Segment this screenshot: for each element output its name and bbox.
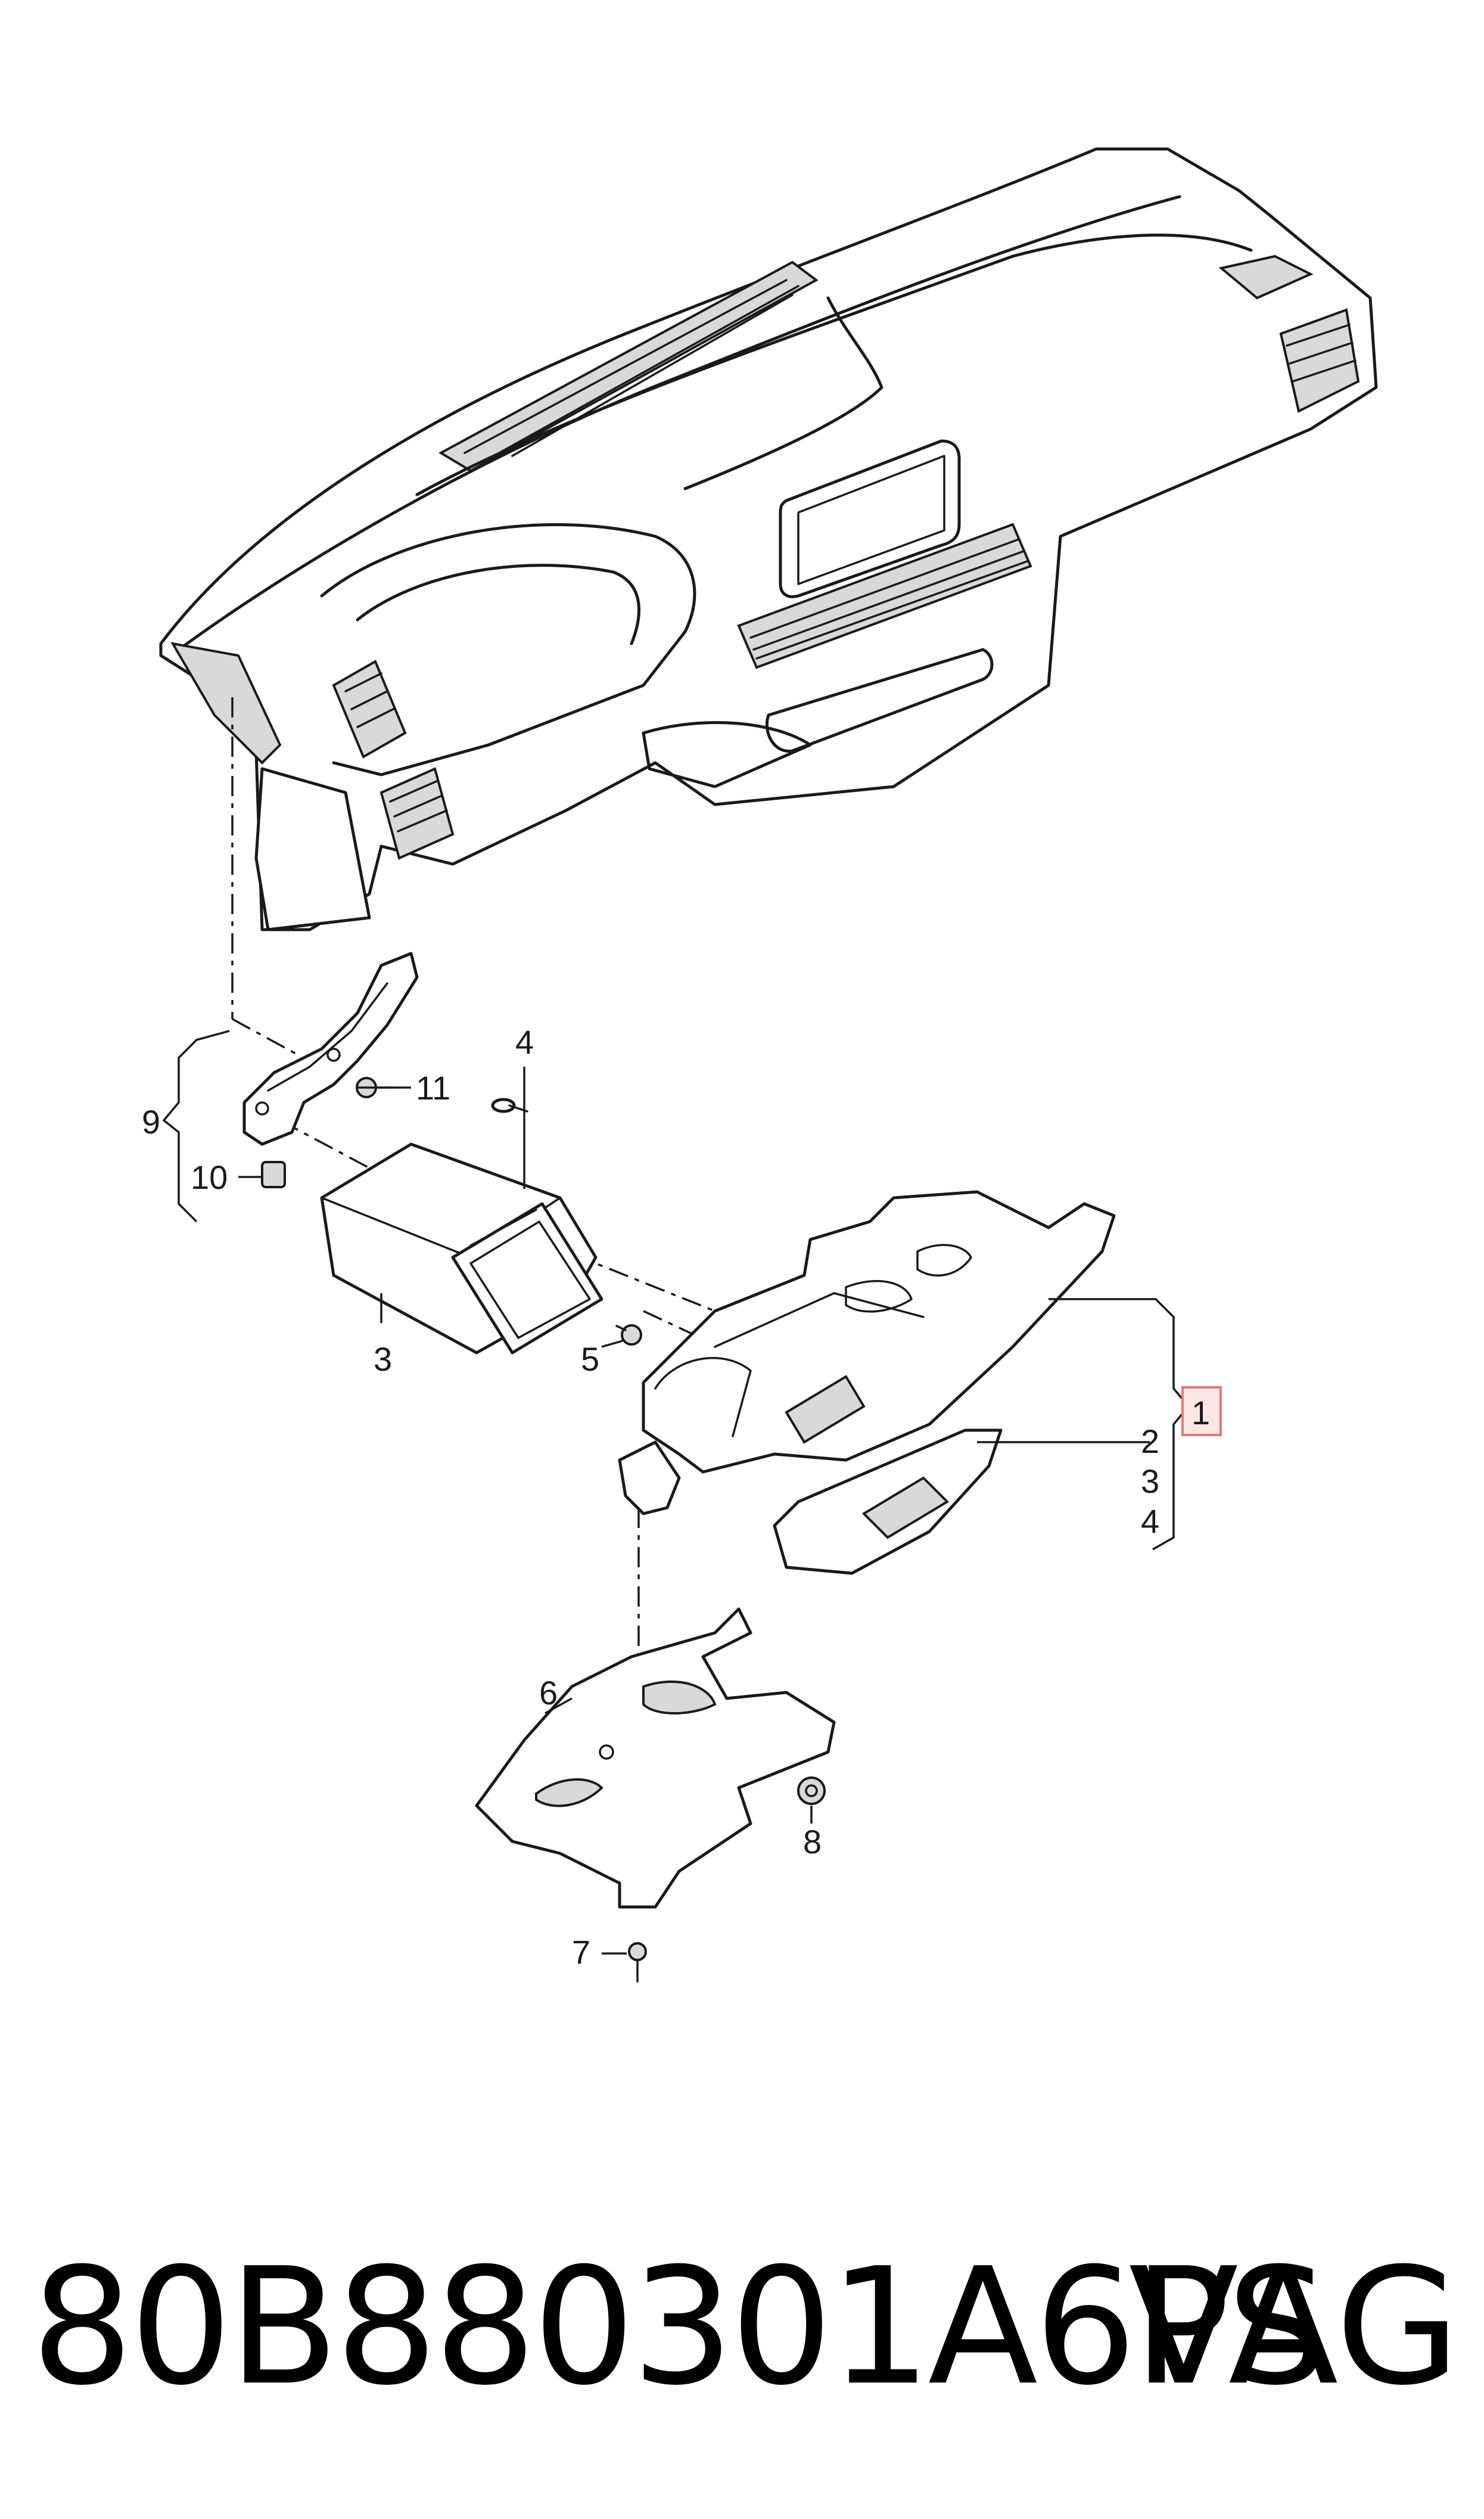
- part-3-storage-box: [320, 1142, 603, 1355]
- part-4-pin: [491, 1098, 528, 1113]
- callout-3: 3: [374, 1340, 392, 1378]
- callout-10: 10: [191, 1158, 228, 1196]
- callout-11: 11: [416, 1069, 450, 1107]
- brand-label: VAG: [1128, 2233, 1460, 2421]
- callout-2: 2: [1141, 1422, 1159, 1460]
- part-8-nut: [797, 1776, 826, 1805]
- leader-lines: [162, 1030, 1190, 1955]
- hinge-bracket: [618, 1440, 681, 1515]
- part-6-lower-cover: [475, 1607, 836, 1909]
- callout-9: 9: [142, 1103, 160, 1141]
- callout-7: 7: [572, 1933, 590, 1971]
- callout-labels: 1 2 3 4 3 4 5 6 7 8 9 10 11: [142, 1023, 1222, 1971]
- part-10-clip: [261, 1161, 286, 1188]
- part-7-screw: [628, 1942, 647, 1983]
- part-2-glovebox-lid: [773, 1428, 1003, 1575]
- part-number: 80B880301A6PS: [31, 2233, 1329, 2421]
- callout-6: 6: [539, 1674, 558, 1712]
- part-5-screw: [615, 1324, 642, 1346]
- part-9-bracket: [242, 952, 419, 1146]
- callout-8: 8: [803, 1823, 822, 1860]
- callout-4-right: 4: [1141, 1502, 1159, 1540]
- callout-3-right: 3: [1141, 1462, 1159, 1500]
- callout-1: 1: [1191, 1394, 1210, 1431]
- callout-5: 5: [581, 1340, 599, 1378]
- part-1-glovebox-housing: [642, 1190, 1116, 1474]
- callout-1-highlight: [1181, 1386, 1222, 1436]
- dashboard-assembly: [159, 147, 1378, 931]
- callout-4: 4: [515, 1023, 534, 1061]
